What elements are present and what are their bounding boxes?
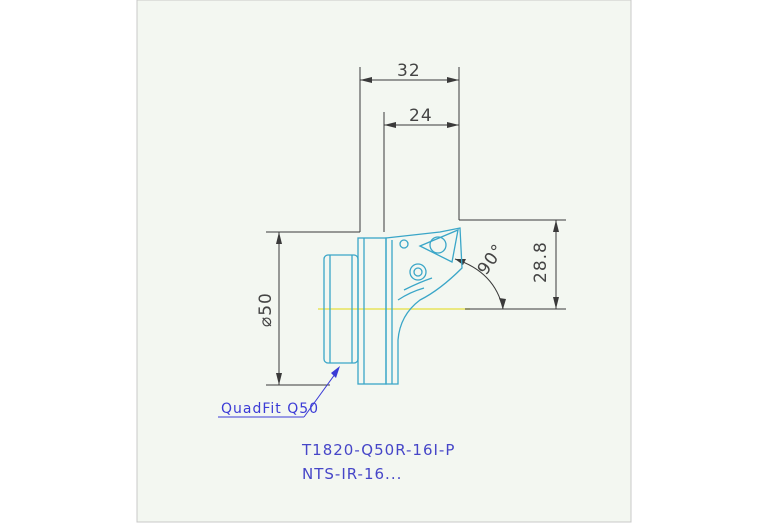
dimension-arrows: [276, 77, 559, 385]
dim-24-label: 24: [409, 106, 433, 126]
callout-arrow: [331, 366, 340, 378]
tool-outline: [323, 227, 463, 385]
dim-diameter-label: ⌀50: [256, 292, 276, 327]
drawing-sheet: [136, 0, 632, 523]
quadfit-callout-label: QuadFit Q50: [221, 401, 319, 417]
callout-leader: [218, 369, 339, 418]
dimension-lines: [266, 67, 566, 386]
dim-28-8-label: 28.8: [531, 241, 551, 283]
part-code-insert: NTS-IR-16...: [302, 465, 402, 483]
dim-32-label: 32: [397, 61, 421, 81]
part-code-holder: T1820-Q50R-16I-P: [301, 441, 455, 459]
